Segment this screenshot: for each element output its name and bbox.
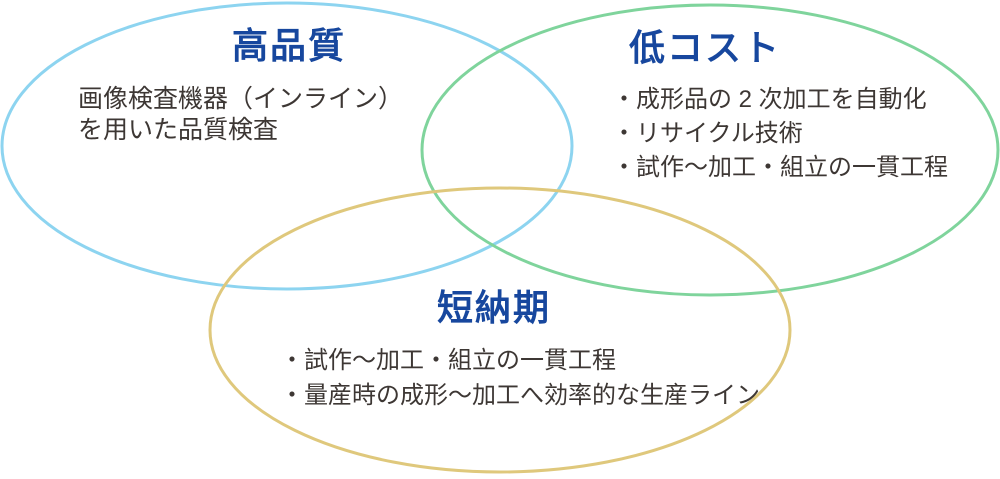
cost-ellipse [420,3,1000,297]
delivery-bullet-item: ・量産時の成形～加工へ効率的な生産ライン [280,382,760,409]
quality-title: 高品質 [232,25,347,66]
quality-description-line: を用いた品質検査 [78,116,279,144]
cost-title: 低コスト [629,27,782,68]
cost-bullet-item: ・試作～加工・組立の一貫工程 [612,154,948,181]
quality-ellipse [0,1,574,291]
delivery-bullet-list: ・試作～加工・組立の一貫工程 ・量産時の成形～加工へ効率的な生産ライン [280,343,760,413]
cost-bullet-item: ・成形品の 2 次加工を自動化 [612,86,927,113]
delivery-title: 短納期 [437,287,552,328]
delivery-bullet-item: ・試作～加工・組立の一貫工程 [280,347,616,374]
delivery-ellipse [208,186,792,474]
cost-bullet-item: ・リサイクル技術 [612,120,803,147]
quality-description: 画像検査機器（インライン） を用いた品質検査 [78,84,403,146]
quality-description-line: 画像検査機器（インライン） [78,85,404,113]
cost-bullet-list: ・成形品の 2 次加工を自動化 ・リサイクル技術 ・試作～加工・組立の一貫工程 [612,83,948,185]
